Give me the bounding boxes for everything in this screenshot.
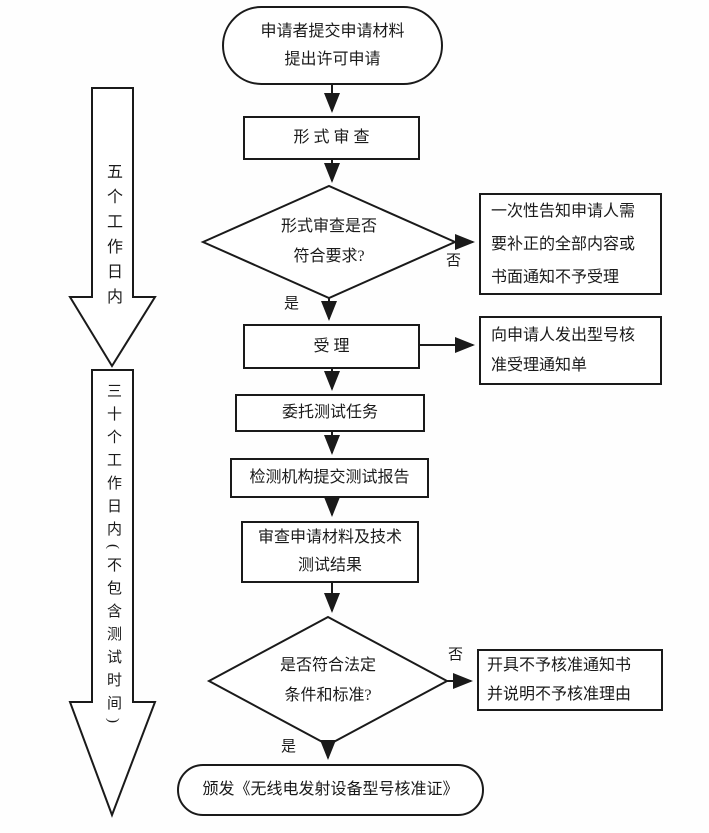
accept-notice-line1: 向申请人发出型号核 bbox=[491, 326, 636, 344]
decision-formal-line2: 符合要求? bbox=[293, 248, 365, 265]
decision-formal-no-label: 否 bbox=[446, 253, 462, 269]
start-node: 申请者提交申请材料 提出许可申请 bbox=[222, 6, 443, 85]
notify-supplement-box: 一次性告知申请人需 要补正的全部内容或 书面通知不予受理 bbox=[479, 193, 662, 295]
timeline-thirty-days-label: 三十个工作日内(不包含测试时间) bbox=[105, 383, 121, 731]
decision-legal-line2: 条件和标准? bbox=[284, 687, 372, 704]
test-report-label: 检测机构提交测试报告 bbox=[249, 469, 410, 487]
decision-legal-label: 是否符合法定 条件和标准? bbox=[233, 651, 423, 711]
decision-legal-yes-label: 是 bbox=[281, 739, 297, 755]
reject-notice-box: 开具不予核准通知书 并说明不予核准理由 bbox=[477, 649, 663, 711]
decision-legal-no-label: 否 bbox=[448, 647, 464, 663]
commission-test-label: 委托测试任务 bbox=[281, 404, 378, 422]
timeline-arrow-five-days bbox=[68, 87, 157, 368]
timeline-five-days-label: 五个工作日内 bbox=[104, 163, 121, 313]
review-result-line1: 审查申请材料及技术 bbox=[257, 529, 402, 546]
end-node-label: 颁发《无线电发射设备型号核准证》 bbox=[202, 781, 459, 799]
timeline-arrow-thirty-days bbox=[68, 369, 157, 818]
decision-formal-line1: 形式审查是否 bbox=[280, 218, 377, 235]
notify-supplement-line3: 书面通知不予受理 bbox=[491, 268, 620, 286]
decision-formal-yes-label: 是 bbox=[284, 296, 300, 312]
end-node: 颁发《无线电发射设备型号核准证》 bbox=[177, 764, 484, 816]
accept-notice-line2: 准受理通知单 bbox=[491, 356, 588, 374]
decision-formal-label: 形式审查是否 符合要求? bbox=[234, 212, 424, 272]
accept-box: 受 理 bbox=[243, 324, 420, 369]
notify-supplement-line1: 一次性告知申请人需 bbox=[491, 202, 636, 220]
reject-notice-line2: 并说明不予核准理由 bbox=[487, 686, 632, 703]
review-result-line2: 测试结果 bbox=[297, 557, 362, 574]
start-node-line2: 提出许可申请 bbox=[284, 50, 381, 68]
reject-notice-line1: 开具不予核准通知书 bbox=[487, 657, 632, 674]
formal-review-box: 形 式 审 查 bbox=[243, 116, 420, 160]
accept-notice-box: 向申请人发出型号核 准受理通知单 bbox=[479, 316, 662, 385]
start-node-line1: 申请者提交申请材料 bbox=[260, 23, 405, 41]
test-report-box: 检测机构提交测试报告 bbox=[230, 458, 429, 498]
decision-legal-line1: 是否符合法定 bbox=[279, 657, 376, 674]
notify-supplement-line2: 要补正的全部内容或 bbox=[491, 235, 636, 253]
commission-test-box: 委托测试任务 bbox=[235, 394, 425, 432]
formal-review-label: 形 式 审 查 bbox=[293, 129, 370, 147]
accept-label: 受 理 bbox=[313, 337, 350, 355]
review-result-box: 审查申请材料及技术 测试结果 bbox=[241, 521, 419, 583]
